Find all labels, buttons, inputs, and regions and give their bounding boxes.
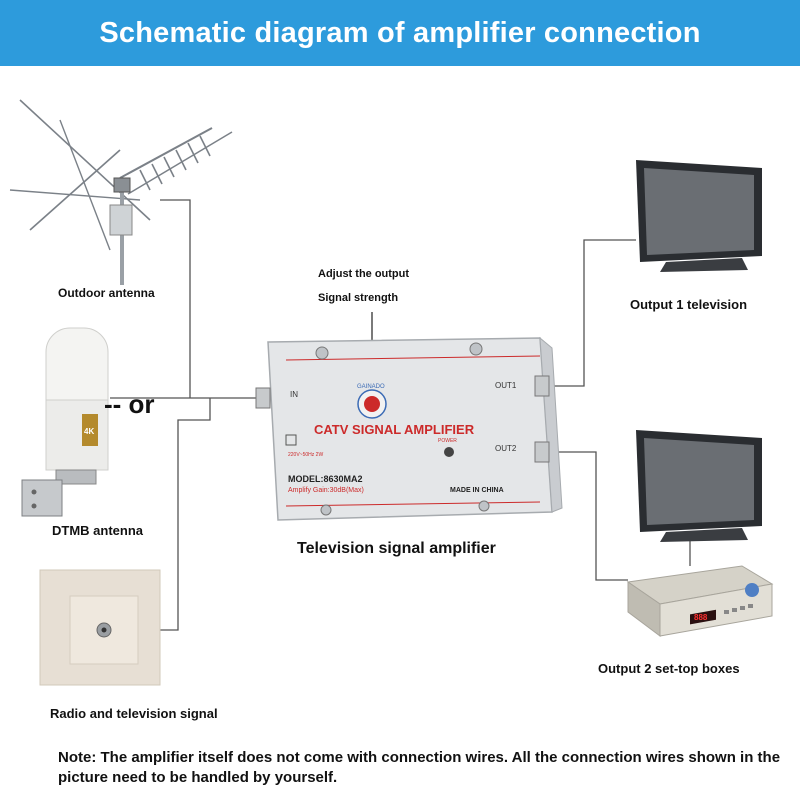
- amplifier-brand: GAINADO: [357, 384, 385, 390]
- wire-out1-tv: [548, 239, 636, 387]
- title-banner: Schematic diagram of amplifier connectio…: [0, 0, 800, 66]
- power-spec: 220V~50Hz 2W: [288, 452, 323, 458]
- out2-label: OUT2: [495, 444, 517, 453]
- out1-label: OUT1: [495, 381, 517, 390]
- callout-line2: Signal strength: [318, 292, 398, 304]
- gain-label: Amplify Gain:30dB(Max): [288, 487, 364, 494]
- diagram-title: Schematic diagram of amplifier connectio…: [99, 16, 701, 49]
- wall-socket-illustration: [39, 569, 161, 686]
- output2-label: Output 2 set-top boxes: [598, 661, 740, 676]
- outdoor-antenna-label: Outdoor antenna: [58, 286, 155, 300]
- out2-connector: [534, 441, 550, 463]
- in-label: IN: [290, 390, 298, 399]
- wall-socket-label: Radio and television signal: [50, 706, 218, 721]
- dtmb-antenna-illustration: 4K: [21, 327, 109, 517]
- outdoor-antenna-illustration: [9, 99, 233, 285]
- power-led: [444, 447, 454, 457]
- amplifier-name: CATV SIGNAL AMPLIFIER: [314, 422, 475, 437]
- model-label: MODEL:8630MA2: [288, 474, 363, 484]
- output1-label: Output 1 television: [630, 297, 747, 312]
- power-label: POWER: [438, 438, 457, 444]
- origin-label: MADE IN CHINA: [450, 487, 504, 494]
- stb-display: 888: [694, 613, 708, 622]
- tv1-illustration: [636, 160, 762, 272]
- out1-connector: [534, 375, 550, 397]
- wire-out2-stb: [548, 451, 628, 581]
- connection-note: Note: The amplifier itself does not come…: [58, 749, 781, 786]
- set-top-box-illustration: 888: [626, 565, 774, 637]
- tv2-illustration: [636, 430, 762, 542]
- callout-line1: Adjust the output: [318, 268, 409, 280]
- in-connector: [255, 387, 271, 409]
- dtmb-antenna-label: DTMB antenna: [52, 523, 144, 538]
- wire-outdoor-antenna: [160, 199, 191, 398]
- or-separator: -- or: [104, 389, 155, 419]
- amplifier-caption: Television signal amplifier: [297, 540, 496, 557]
- dtmb-badge: 4K: [84, 427, 94, 436]
- amplifier-illustration: [255, 336, 563, 521]
